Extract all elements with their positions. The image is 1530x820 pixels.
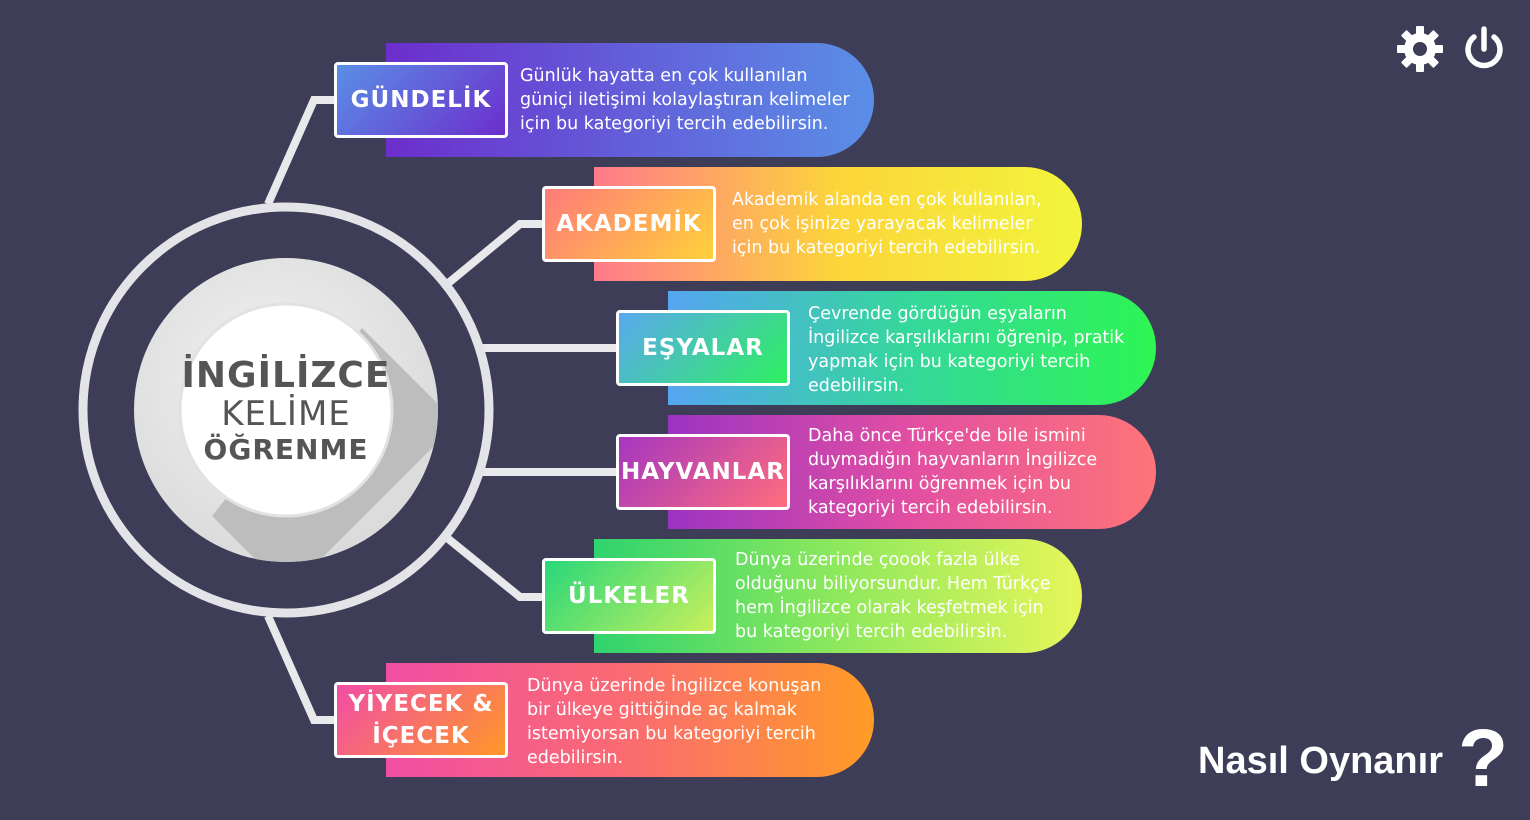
how-to-play-label: Nasıl Oynanır bbox=[1198, 740, 1443, 782]
category-label: ÜLKELER bbox=[568, 583, 690, 609]
power-icon bbox=[1465, 26, 1503, 69]
category-description-ulkeler: Dünya üzerinde çoook fazla ülke olduğunu… bbox=[735, 550, 1051, 642]
question-mark-icon: ? bbox=[1458, 713, 1509, 804]
category-button-akademik[interactable]: AKADEMİK bbox=[542, 186, 716, 262]
category-button-gundelik[interactable]: GÜNDELİK bbox=[334, 62, 508, 138]
category-description-hayvanlar: Daha önce Türkçe'de bile ismini duymadığ… bbox=[808, 426, 1098, 518]
outer-ring bbox=[78, 202, 494, 618]
category-button-yiyecek-icecek[interactable]: YİYECEK & İÇECEK bbox=[334, 682, 508, 758]
connector-ulkeler bbox=[443, 533, 544, 601]
category-label: GÜNDELİK bbox=[350, 87, 492, 113]
category-description-yiyecek-icecek: Dünya üzerinde İngilizce konuşan bir ülk… bbox=[527, 676, 822, 768]
category-button-ulkeler[interactable]: ÜLKELER bbox=[542, 558, 716, 634]
category-description-akademik: Akademik alanda en çok kullanılan, en ço… bbox=[732, 190, 1042, 258]
category-label-line2: İÇECEK bbox=[372, 723, 470, 749]
category-button-hayvanlar[interactable]: HAYVANLAR bbox=[616, 434, 790, 510]
category-description-gundelik: Günlük hayatta en çok kullanılan güniçi … bbox=[520, 66, 850, 134]
category-button-esyalar[interactable]: EŞYALAR bbox=[616, 310, 790, 386]
category-label-line1: YİYECEK & bbox=[348, 691, 494, 717]
connector-lines bbox=[264, 96, 618, 724]
connector-yiyecek bbox=[264, 614, 336, 724]
gear-icon bbox=[1397, 26, 1443, 72]
category-label: EŞYALAR bbox=[642, 335, 764, 361]
category-label: AKADEMİK bbox=[556, 211, 702, 237]
category-label: HAYVANLAR bbox=[621, 459, 785, 485]
hub-inner-circle bbox=[178, 302, 394, 518]
connector-akademik bbox=[443, 220, 544, 289]
hub-title-line2: KELİME bbox=[221, 394, 351, 434]
connector-gundelik bbox=[264, 96, 336, 206]
hub-title-line3: ÖĞRENME bbox=[203, 433, 369, 466]
category-description-esyalar: Çevrende gördüğün eşyaların İngilizce ka… bbox=[808, 304, 1125, 396]
hub-title-line1: İNGİLİZCE bbox=[181, 355, 391, 396]
hub-title: İNGİLİZCE KELİME ÖĞRENME bbox=[180, 304, 392, 516]
how-to-play-button[interactable]: Nasıl Oynanır ? bbox=[1196, 718, 1512, 802]
power-button[interactable] bbox=[1462, 25, 1510, 73]
settings-button[interactable] bbox=[1396, 25, 1444, 73]
